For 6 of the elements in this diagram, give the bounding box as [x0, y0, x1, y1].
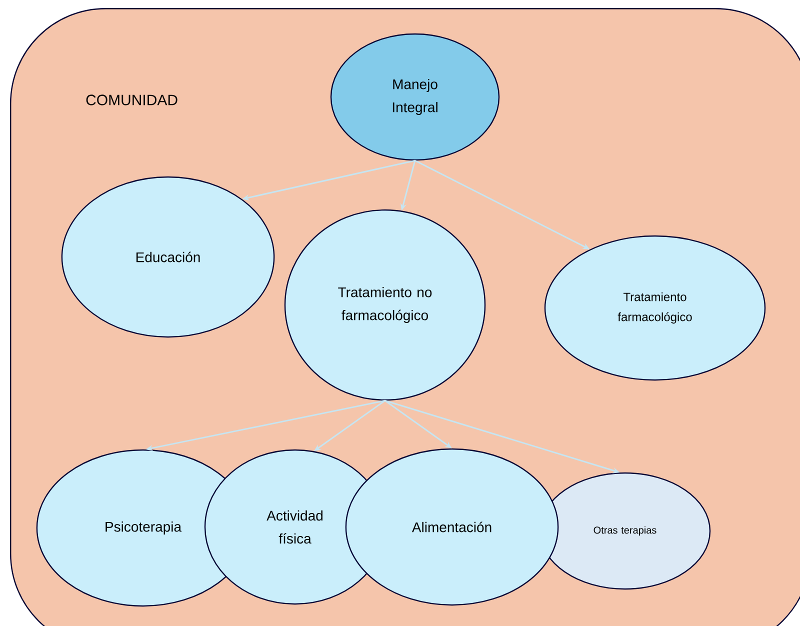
ellipse-node: Tratamiento farmacológico — [544, 235, 766, 381]
ellipse-node: Educación — [61, 176, 275, 338]
ellipse-node: Alimentación — [345, 448, 559, 606]
ellipse-node: Tratamiento no farmacológico — [284, 209, 486, 401]
ellipse-node: Otras terapias — [539, 472, 711, 590]
ellipse-node: Manejo Integral — [330, 33, 500, 161]
